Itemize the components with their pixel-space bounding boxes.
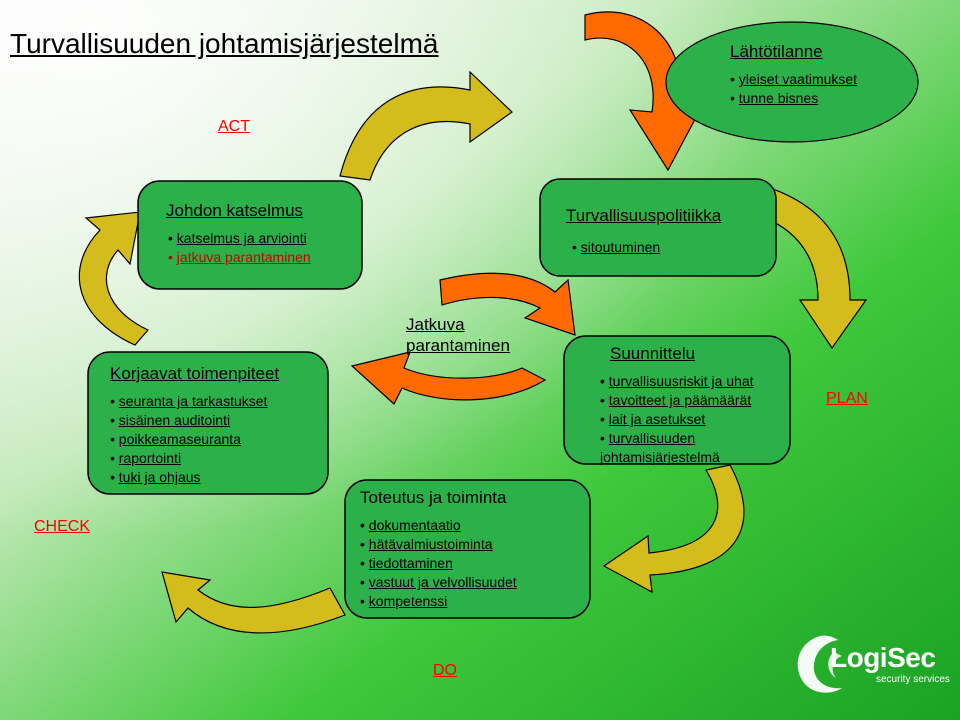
logo-tagline: security services: [876, 674, 950, 685]
politiikka-heading: Turvallisuuspolitiikka: [566, 206, 722, 225]
lahtotilanne-item: yleiset vaatimukset: [730, 70, 857, 89]
johdon-item: jatkuva parantaminen: [168, 248, 311, 267]
suunnittelu-item-cont: johtamisjärjestelmä: [600, 449, 720, 465]
toteutus-item: kompetenssi: [360, 592, 517, 611]
toteutus-item: vastuut ja velvollisuudet: [360, 573, 517, 592]
korjaavat-item: raportointi: [110, 449, 279, 468]
label-plan: PLAN: [826, 390, 868, 407]
label-act: ACT: [218, 118, 250, 135]
korjaavat-item: tuki ja ohjaus: [110, 468, 279, 487]
korjaavat-item: sisäinen auditointi: [110, 411, 279, 430]
suunnittelu: Suunnittelu turvallisuusriskit ja uhat t…: [600, 344, 754, 467]
turvallisuuspolitiikka: Turvallisuuspolitiikka sitoutuminen: [566, 206, 721, 257]
label-check: CHECK: [34, 518, 91, 535]
logo-text-logi: Logi: [830, 642, 888, 673]
lahtotilanne: Lähtötilanne yleiset vaatimukset tunne b…: [730, 42, 857, 108]
suunnittelu-heading: Suunnittelu: [610, 344, 696, 363]
politiikka-item: sitoutuminen: [572, 238, 721, 257]
johdon-item: katselmus ja arviointi: [168, 229, 311, 248]
arrow-plan-bottom: [602, 464, 745, 594]
center-line2: parantaminen: [406, 336, 510, 355]
suunnittelu-item: turvallisuusriskit ja uhat: [600, 372, 754, 391]
toteutus-item: hätävalmiustoiminta: [360, 535, 517, 554]
arrow-orange-center-right: [439, 272, 576, 336]
jatkuva-parantaminen: Jatkuva parantaminen: [406, 314, 510, 356]
korjaavat-toimenpiteet: Korjaavat toimenpiteet seuranta ja tarka…: [110, 364, 279, 487]
arrow-act-to-start: [339, 70, 513, 181]
logisec-logo: LogiSec security services: [790, 628, 950, 703]
lahtotilanne-heading: Lähtötilanne: [730, 42, 823, 61]
logo-text-sec: Sec: [887, 642, 936, 673]
korjaavat-item: seuranta ja tarkastukset: [110, 392, 279, 411]
arrow-check-top: [78, 211, 149, 346]
korjaavat-heading: Korjaavat toimenpiteet: [110, 364, 280, 383]
suunnittelu-item: turvallisuuden: [600, 429, 754, 448]
label-do: DO: [433, 662, 457, 679]
toteutus-heading: Toteutus ja toiminta: [360, 488, 507, 507]
page-title: Turvallisuuden johtamisjärjestelmä: [10, 28, 439, 59]
arrow-plan-top: [741, 179, 868, 350]
lahtotilanne-item: tunne bisnes: [730, 89, 857, 108]
korjaavat-item: poikkeamaseuranta: [110, 430, 279, 449]
arrow-orange-top: [584, 11, 701, 172]
johdon-katselmus: Johdon katselmus katselmus ja arviointi …: [166, 201, 311, 267]
suunnittelu-item: lait ja asetukset: [600, 410, 754, 429]
logo-swoosh-icon: [797, 635, 842, 693]
johdon-heading: Johdon katselmus: [166, 201, 304, 220]
arrow-orange-center-left: [350, 351, 547, 405]
suunnittelu-item: tavoitteet ja päämäärät: [600, 391, 754, 410]
toteutus-item: tiedottaminen: [360, 554, 517, 573]
center-line1: Jatkuva: [406, 315, 465, 334]
arrow-do-bottom: [161, 571, 346, 634]
toteutus-item: dokumentaatio: [360, 516, 517, 535]
toteutus-ja-toiminta: Toteutus ja toiminta dokumentaatio hätäv…: [360, 488, 517, 611]
